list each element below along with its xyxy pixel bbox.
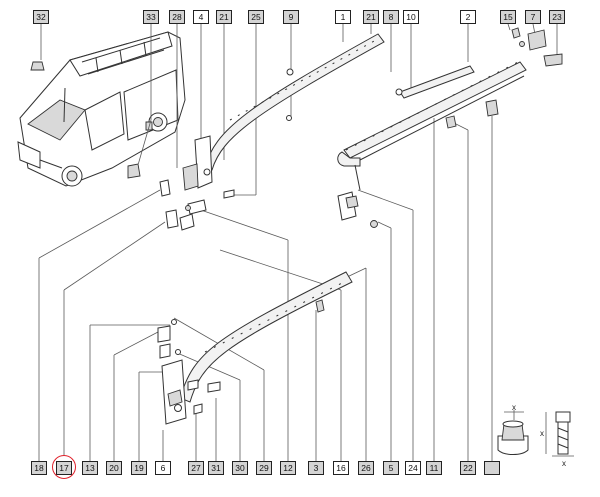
- callout-33[interactable]: 33: [143, 10, 159, 24]
- callout-19[interactable]: 19: [131, 461, 147, 475]
- callout-12[interactable]: 3: [308, 461, 324, 475]
- van-illustration: [17, 31, 186, 187]
- callout-25[interactable]: 25: [248, 10, 264, 24]
- upper-right-rail: [337, 59, 527, 191]
- callout-23[interactable]: 23: [549, 10, 565, 24]
- callout-20[interactable]: 20: [106, 461, 122, 475]
- highlight-ring: [52, 455, 76, 479]
- dimension-mark: x: [512, 403, 516, 412]
- callout-14[interactable]: 31: [208, 461, 224, 475]
- callout-9[interactable]: 9: [283, 10, 299, 24]
- callout-30[interactable]: 29: [256, 461, 272, 475]
- dimension-mark: x: [540, 429, 544, 438]
- callout-15[interactable]: 15: [500, 10, 516, 24]
- callout-27[interactable]: 27: [188, 461, 204, 475]
- callout-31[interactable]: 30: [232, 461, 248, 475]
- callout-3[interactable]: 16: [333, 461, 349, 475]
- dimension-mark: x: [562, 459, 566, 468]
- callout-21-right[interactable]: 21: [363, 10, 379, 24]
- lower-rail: [179, 271, 353, 403]
- fastener-detail: [497, 410, 574, 457]
- upper-left-rail: [204, 33, 385, 171]
- callout-5[interactable]: 24: [405, 461, 421, 475]
- callout-8[interactable]: 8: [383, 10, 399, 24]
- callout-18[interactable]: 18: [31, 461, 47, 475]
- callout-26[interactable]: 5: [383, 461, 399, 475]
- callout-10[interactable]: 10: [403, 10, 419, 24]
- leader-lines-bottom: [38, 116, 493, 461]
- callout-29[interactable]: 12: [280, 461, 296, 475]
- callout-22[interactable]: [484, 461, 500, 475]
- callout-2[interactable]: 2: [460, 10, 476, 24]
- lower-bracket-assembly: [157, 319, 221, 425]
- upper-bracket-assembly: [159, 135, 235, 231]
- dimension-labels: x x x: [512, 403, 566, 468]
- callout-24[interactable]: 11: [426, 461, 442, 475]
- callout-21[interactable]: 21: [216, 10, 232, 24]
- callout-11[interactable]: 22: [460, 461, 476, 475]
- right-bracket-assembly: [286, 27, 563, 313]
- callout-7[interactable]: 7: [525, 10, 541, 24]
- callout-32[interactable]: 32: [33, 10, 49, 24]
- callout-6[interactable]: 6: [155, 461, 171, 475]
- callout-13[interactable]: 13: [82, 461, 98, 475]
- callout-28[interactable]: 28: [169, 10, 185, 24]
- callout-16[interactable]: 26: [358, 461, 374, 475]
- callout-1[interactable]: 1: [335, 10, 351, 24]
- callout-4[interactable]: 4: [193, 10, 209, 24]
